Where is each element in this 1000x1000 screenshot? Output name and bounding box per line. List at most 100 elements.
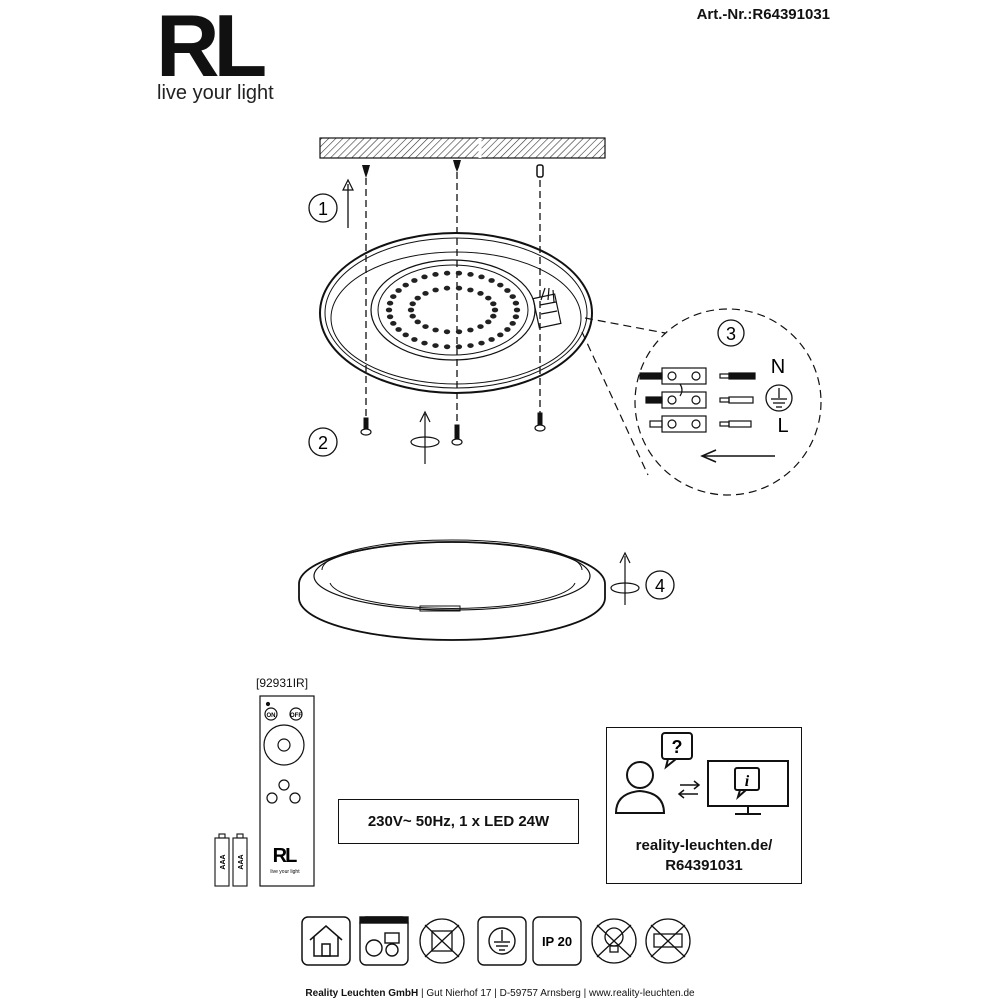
footer-address: Gut Nierhof 17 [426,988,492,999]
ip-rating-label: IP 20 [542,934,572,949]
led-dot [491,307,499,313]
footer: Reality Leuchten GmbH | Gut Nierhof 17 |… [305,988,695,999]
electrical-spec: 230V~ 50Hz, 1 x LED 24W [338,799,579,844]
monitor-icon [707,760,789,815]
led-dot [504,327,511,332]
remote-on-button: ON [267,713,276,719]
led-dot [402,282,409,288]
info-url-domain[interactable]: reality-leuchten.de/ [635,837,773,854]
led-dot [411,337,418,342]
led-dot [432,287,439,293]
led-dot [485,319,492,325]
led-dot [432,272,439,277]
exchange-arrows-icon [677,780,701,799]
mounting-lines [365,172,541,425]
led-dot [478,340,485,346]
terminal-block [532,287,562,329]
brand-logo: RL [156,0,267,95]
footer-website[interactable]: www.reality-leuchten.de [588,988,695,999]
article-number: Art.-Nr.:R64391031 [696,6,830,23]
led-dot [488,337,495,342]
step-1-arrow [342,178,354,228]
info-url-article[interactable]: R64391031 [665,857,743,874]
ground-icon [765,384,793,412]
step-1-marker [308,193,338,223]
led-dot [443,329,451,335]
led-dot [414,319,421,325]
led-dot [421,340,428,346]
led-dot [407,307,415,313]
led-dot [386,314,394,320]
led-dot [395,327,402,332]
protection-class-earth-icon [477,916,527,966]
fixing-screws [360,412,546,446]
neutral-label: N [771,356,785,378]
no-led-replacement-icon [591,918,637,964]
ceiling [319,137,606,159]
led-dot [455,329,463,335]
led-dot [443,285,451,291]
battery-2-label: AAA [238,854,245,869]
led-dot [414,295,421,301]
led-dot [443,270,451,276]
step-3-label: 3 [726,324,736,344]
remote-logo: RL [273,845,297,867]
remote-logo-tagline: live your light [270,869,300,875]
led-dot [467,287,474,293]
led-dot [422,291,429,296]
led-dot [432,327,439,333]
insert-direction-arrow [700,449,775,463]
led-dot [411,278,418,283]
bulb-type-icon [359,916,409,966]
led-dot [409,313,416,319]
led-dot [455,344,463,350]
led-dot [512,300,520,306]
info-url: reality-leuchten.de/ R64391031 [607,836,801,876]
led-dot [409,301,416,307]
remote-off-button: OFF [290,713,302,719]
online-info-box: reality-leuchten.de/ R64391031 [606,727,802,884]
led-dot [488,278,495,283]
led-dot [485,295,492,301]
led-dot [390,294,397,299]
indoor-use-icon [301,916,351,966]
step-2-marker [308,427,338,457]
question-bubble-icon [661,732,693,770]
led-ring-inner [407,285,499,335]
step-4-label: 4 [655,576,665,596]
batteries [214,833,248,887]
no-driver-replacement-icon [645,918,691,964]
led-dot [402,332,409,338]
step-3-marker [717,319,745,347]
led-dot [390,321,397,326]
led-dot [395,288,402,293]
led-dot [504,288,511,293]
step-4-marker [645,570,675,600]
led-dot [509,321,516,326]
led-dot [432,343,439,348]
step-4-rotate-arrow [610,551,640,605]
led-dot [477,291,484,296]
led-dot [512,314,520,320]
led-dot [497,332,504,338]
led-dot [478,274,485,280]
led-dot [467,327,474,333]
footer-city: D-59757 Arnsberg [499,988,581,999]
ceiling-screws [362,160,544,178]
led-dot [467,343,474,348]
lamp-shade [298,539,606,641]
led-dot [455,285,463,291]
lamp-base-plate [319,232,593,394]
battery-1-label: AAA [220,854,227,869]
ip-rating-icon [532,916,582,966]
led-dot [477,324,484,329]
footer-company: Reality Leuchten GmbH [305,988,419,999]
led-dot [421,274,428,280]
step-1-label: 1 [318,199,328,219]
led-dot [490,313,497,319]
brand-tagline: live your light [157,82,274,104]
live-label: L [777,415,788,437]
no-dimmer-icon [419,918,465,964]
remote-model-number: [92931IR] [256,676,309,690]
led-ring-outer [385,270,521,350]
